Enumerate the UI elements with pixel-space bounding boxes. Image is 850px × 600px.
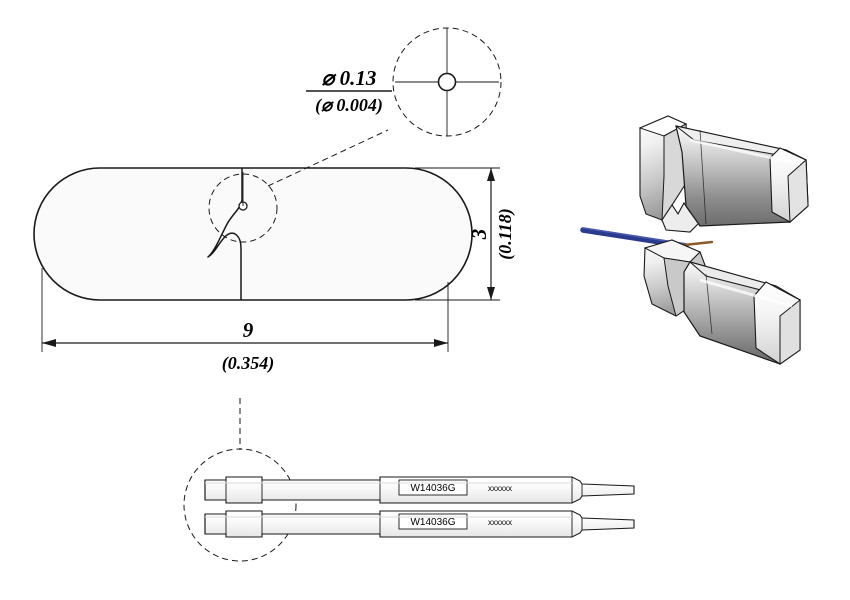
front-profile-view (33, 129, 473, 301)
blade-top-label-box (398, 479, 468, 496)
detail-circle-view: ⌀ 0.13 (⌀ 0.004) (306, 27, 502, 137)
dimension-group: 3 (0.118) 9 (0.354) (41, 167, 516, 374)
width-arrow-right (434, 339, 448, 347)
blade-bottom-serial: xxxxxx (488, 518, 512, 527)
assembly-blade-top: W14036G xxxxxx (204, 476, 635, 504)
lower-jaw-end-face (779, 298, 801, 365)
width-arrow-left (42, 339, 56, 347)
width-value-in: (0.354) (222, 353, 275, 374)
width-value-mm: 9 (243, 318, 254, 342)
assembly-blade-bottom: W14036G xxxxxx (204, 510, 635, 538)
upper-jaw-highlight (689, 138, 801, 166)
assembly-view: W14036G xxxxxx W14036G xxxxxx (183, 398, 635, 562)
blade-top-serial: xxxxxx (488, 484, 512, 493)
isometric-jaw-view (580, 115, 809, 365)
lower-jaw-highlight (699, 278, 793, 308)
detail-indicator-circle (208, 173, 278, 243)
detail-leader-line (267, 129, 389, 187)
detail-diameter-in: (⌀ 0.004) (315, 95, 383, 116)
upper-jaw (638, 115, 809, 233)
blade-top-part-number: W14036G (410, 483, 455, 494)
upper-jaw-end-face (787, 158, 809, 224)
lower-jaw (643, 239, 801, 365)
wire (580, 227, 714, 249)
height-value-in: (0.118) (495, 208, 516, 260)
upper-jaw-seam (699, 129, 707, 225)
height-arrow-top (487, 168, 495, 181)
wire-conductor (682, 240, 714, 247)
height-arrow-bottom (487, 287, 495, 300)
jaw-notch-profile (207, 168, 243, 300)
blade-bottom-part-number: W14036G (410, 517, 455, 528)
blade-bottom-label-box (398, 513, 468, 530)
height-value-mm: 3 (467, 229, 491, 241)
detail-hole-circle (437, 72, 457, 92)
detail-diameter-mm: ⌀ 0.13 (322, 66, 377, 90)
lower-jaw-seam (705, 273, 713, 335)
jaw-outline (33, 167, 473, 301)
assembly-detail-circle (183, 448, 297, 562)
